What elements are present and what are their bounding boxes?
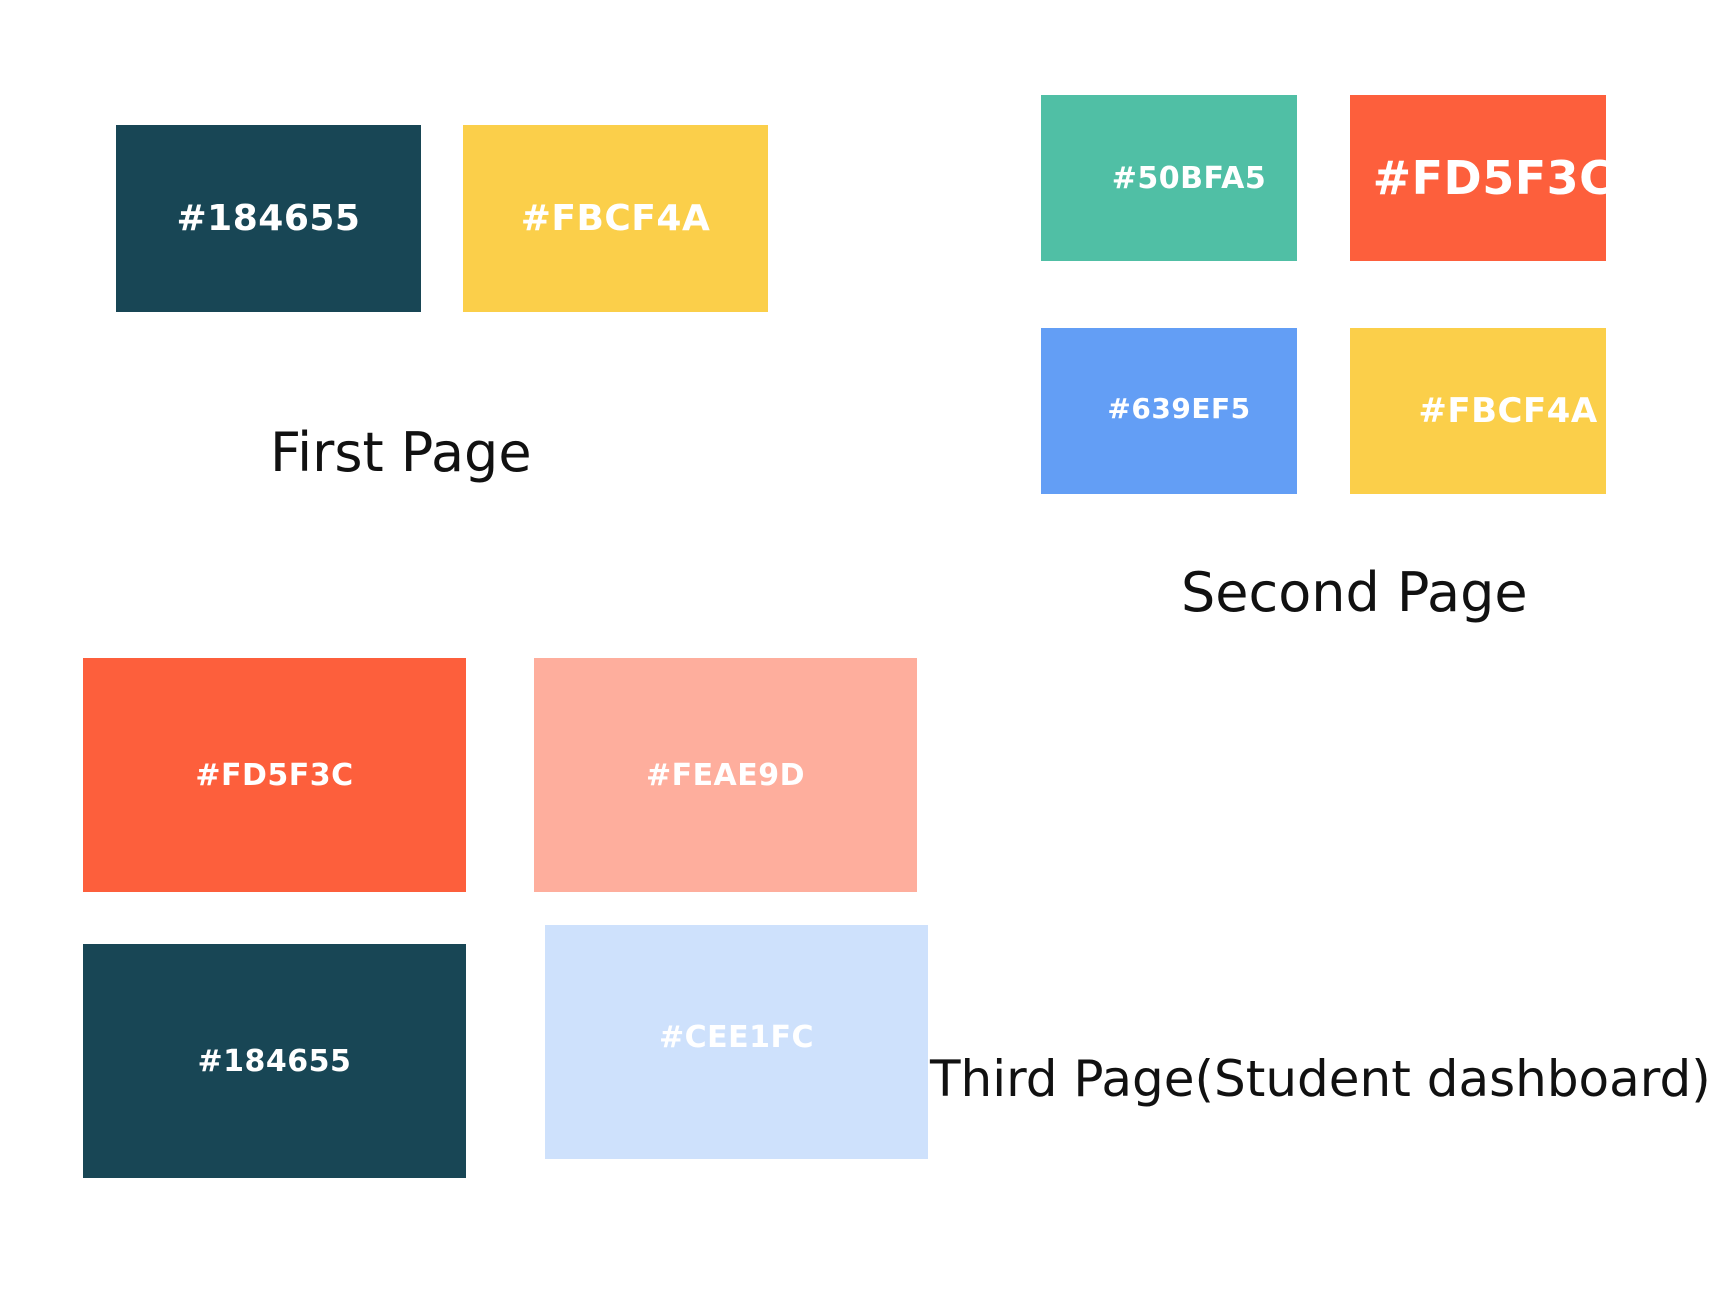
swatch-third-page-3: #184655: [83, 944, 466, 1178]
second-page-label: Second Page: [1181, 561, 1528, 624]
third-page-label: Third Page(Student dashboard): [930, 1050, 1711, 1108]
swatch-third-page-2: #FEAE9D: [534, 658, 917, 892]
swatch-hex-label: #184655: [176, 198, 361, 239]
swatch-first-page-2: #FBCF4A: [463, 125, 768, 312]
swatch-first-page-1: #184655: [116, 125, 421, 312]
swatch-hex-label: #FBCF4A: [520, 198, 711, 239]
first-page-label: First Page: [270, 421, 532, 484]
swatch-second-page-3: #639EF5: [1041, 328, 1297, 494]
swatch-second-page-2: #FD5F3C: [1350, 95, 1613, 261]
swatch-hex-label: #FEAE9D: [645, 757, 806, 793]
swatch-third-page-4: #CEE1FC: [545, 925, 928, 1159]
swatch-third-page-1: #FD5F3C: [83, 658, 466, 892]
swatch-hex-label: #50BFA5: [1111, 160, 1267, 196]
swatch-hex-label: #FD5F3C: [195, 757, 354, 793]
swatch-hex-label: #184655: [197, 1043, 352, 1079]
swatch-second-page-4: #FBCF4A: [1350, 328, 1606, 494]
swatch-second-page-1: #50BFA5: [1041, 95, 1297, 261]
swatch-hex-label: #639EF5: [1107, 391, 1251, 425]
swatch-hex-label: #CEE1FC: [658, 1019, 815, 1055]
swatch-hex-label: #FBCF4A: [1418, 391, 1598, 431]
swatch-hex-label: #FD5F3C: [1372, 151, 1614, 205]
